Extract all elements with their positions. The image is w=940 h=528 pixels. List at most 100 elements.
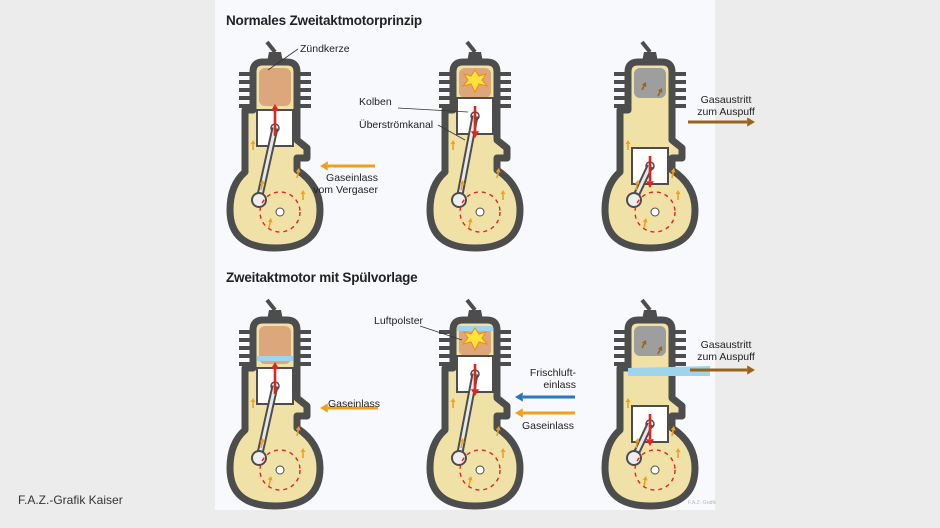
cooling-fin bbox=[614, 338, 628, 342]
cooling-fin bbox=[497, 80, 511, 84]
label-spark-plug: Zündkerze bbox=[300, 43, 350, 55]
cooling-fin bbox=[672, 354, 686, 358]
cooling-fin bbox=[614, 72, 628, 76]
cooling-fin bbox=[439, 72, 453, 76]
cooling-fin bbox=[439, 346, 453, 350]
mixture-flow-arrow bbox=[642, 218, 648, 229]
cooling-fin bbox=[497, 362, 511, 366]
piston-up-arrow bbox=[270, 104, 280, 136]
cooling-fin bbox=[614, 354, 628, 358]
cooling-fin bbox=[497, 88, 511, 92]
cooling-fin bbox=[497, 96, 511, 100]
cooling-fin bbox=[614, 346, 628, 350]
crank-rotation-path bbox=[259, 191, 301, 233]
crank-rotation-path bbox=[459, 191, 501, 233]
label-transfer-port: Überströmkanal bbox=[359, 119, 434, 131]
mixture-flow-arrow bbox=[500, 448, 506, 458]
cooling-fin bbox=[297, 354, 311, 358]
engine-bottom-compression bbox=[226, 298, 324, 510]
cooling-fin bbox=[239, 354, 253, 358]
cooling-fin bbox=[497, 72, 511, 76]
cooling-fin bbox=[439, 88, 453, 92]
piston-down-arrow bbox=[645, 156, 655, 188]
cooling-fin bbox=[672, 72, 686, 76]
cooling-fin bbox=[297, 338, 311, 342]
cooling-fin bbox=[497, 330, 511, 334]
fresh-air-inlet-arrow bbox=[515, 392, 575, 402]
cooling-fin bbox=[439, 104, 453, 108]
piston-down-arrow bbox=[470, 106, 480, 138]
cooling-fin bbox=[672, 96, 686, 100]
credit-line: F.A.Z.-Grafik Kaiser bbox=[18, 493, 123, 507]
cooling-fin bbox=[672, 330, 686, 334]
watermark: F.A.Z.-Grafik bbox=[688, 500, 717, 506]
cooling-fin bbox=[297, 330, 311, 334]
cooling-fin bbox=[439, 96, 453, 100]
exhaust-flow-arrow bbox=[641, 340, 647, 349]
crank-rotation-path bbox=[634, 449, 676, 491]
leader-line bbox=[419, 325, 463, 341]
crank-pin bbox=[251, 450, 267, 466]
mixture-flow-arrow bbox=[300, 448, 306, 458]
air-cushion-layer bbox=[257, 356, 293, 361]
spark-plug-icon bbox=[467, 52, 483, 62]
cooling-fin bbox=[614, 330, 628, 334]
cooling-fin bbox=[239, 88, 253, 92]
cooling-fin bbox=[439, 80, 453, 84]
cooling-fin bbox=[439, 354, 453, 358]
combustion-chamber bbox=[259, 68, 291, 106]
combustion-chamber bbox=[634, 326, 666, 356]
crank-rotation-path bbox=[459, 449, 501, 491]
ignition-spark-icon bbox=[461, 327, 489, 352]
gas-inlet-bottom-arrow bbox=[320, 403, 378, 413]
section-title-bottom: Zweitaktmotor mit Spülvorlage bbox=[226, 270, 418, 285]
cooling-fin bbox=[297, 88, 311, 92]
mixture-flow-arrow bbox=[670, 426, 676, 437]
cooling-fin bbox=[239, 104, 253, 108]
mixture-flow-arrow bbox=[625, 140, 631, 150]
cooling-fin bbox=[239, 96, 253, 100]
cooling-fin bbox=[439, 338, 453, 342]
fresh-air-flow bbox=[628, 366, 710, 376]
cooling-fin bbox=[297, 346, 311, 350]
crankshaft bbox=[650, 207, 660, 217]
mixture-flow-arrow bbox=[250, 140, 256, 150]
spark-plug-icon bbox=[642, 52, 658, 62]
piston-down-arrow bbox=[645, 414, 655, 446]
cooling-fin bbox=[297, 80, 311, 84]
crankshaft bbox=[275, 207, 285, 217]
crankshaft bbox=[475, 465, 485, 475]
cooling-fin bbox=[239, 330, 253, 334]
mixture-flow-arrow bbox=[634, 180, 640, 191]
mixture-flow-arrow bbox=[450, 140, 456, 150]
cooling-fin bbox=[672, 104, 686, 108]
label-air-cushion: Luftpolster bbox=[374, 315, 424, 327]
piston-down-arrow bbox=[470, 364, 480, 396]
engine-bottom-ignition bbox=[426, 298, 524, 510]
mixture-flow-arrow bbox=[670, 168, 676, 179]
cooling-fin bbox=[614, 88, 628, 92]
gas-inlet-bottom-mid-arrow bbox=[515, 408, 575, 418]
cooling-fin bbox=[614, 104, 628, 108]
crank-rotation-path bbox=[259, 449, 301, 491]
combustion-chamber bbox=[634, 68, 666, 98]
crank-pin bbox=[451, 192, 467, 208]
spark-plug-icon bbox=[467, 310, 483, 320]
spark-plug-icon bbox=[642, 310, 658, 320]
crank-pin bbox=[251, 192, 267, 208]
section-title-top: Normales Zweitaktmotorprinzip bbox=[226, 13, 422, 28]
mixture-flow-arrow bbox=[642, 476, 648, 487]
engine-bottom-exhaust bbox=[601, 298, 710, 510]
cooling-fin bbox=[497, 104, 511, 108]
cooling-fin bbox=[497, 346, 511, 350]
mixture-flow-arrow bbox=[300, 190, 306, 200]
spark-plug-icon bbox=[267, 52, 283, 62]
label-fresh-air-inlet: Frischluft-einlass bbox=[529, 367, 576, 391]
crankshaft bbox=[275, 465, 285, 475]
leader-line bbox=[267, 48, 299, 71]
piston-up-arrow bbox=[270, 362, 280, 394]
cooling-fin bbox=[672, 80, 686, 84]
